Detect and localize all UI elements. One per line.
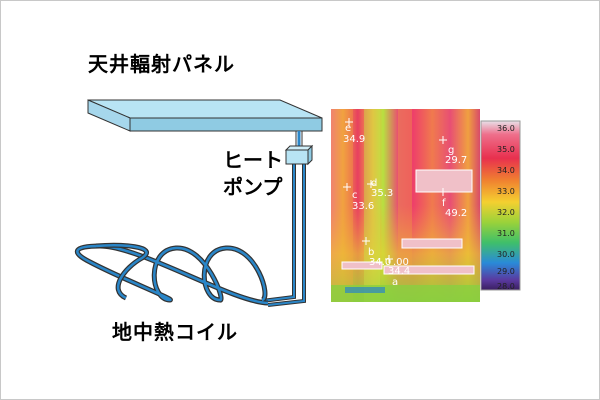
ground-coil — [75, 242, 269, 306]
scale-label: 32.0 — [497, 208, 515, 217]
svg-text:34.9: 34.9 — [343, 134, 365, 145]
measure-point-a: 34.4 a — [385, 255, 410, 288]
scale-label: 33.0 — [497, 187, 515, 196]
svg-text:b: b — [368, 247, 374, 258]
ground-coil-label: 地中熱コイル — [112, 320, 238, 344]
svg-text:35.3: 35.3 — [371, 188, 393, 199]
svg-text:a: a — [392, 277, 398, 288]
svg-text:.00: .00 — [393, 257, 409, 268]
heat-pump-label: ヒート ポンプ — [223, 147, 283, 201]
scale-label: 34.0 — [497, 166, 515, 175]
scale-label: 36.0 — [497, 124, 515, 133]
measure-point-d: d 35.3 — [367, 178, 393, 199]
svg-text:49.2: 49.2 — [445, 208, 467, 219]
measure-point-f: f 49.2 — [439, 188, 467, 219]
scale-label: 35.0 — [497, 145, 515, 154]
measure-point-g: g 29.7 — [439, 136, 467, 166]
ceiling-panel-label: 天井輻射パネル — [88, 52, 235, 76]
svg-text:g: g — [448, 145, 454, 156]
measure-point-e: e 34.9 — [343, 118, 365, 145]
ceiling-panel — [87, 99, 323, 132]
svg-text:e: e — [345, 123, 351, 134]
svg-text:f: f — [442, 198, 446, 209]
svg-text:c: c — [352, 190, 358, 201]
measure-point-b: b 34.0 .00 — [362, 237, 409, 268]
svg-text:d: d — [371, 178, 377, 189]
scale-label: 30.0 — [497, 250, 515, 259]
heat-pump-label-line1: ヒート — [223, 148, 283, 172]
scale-label: 31.0 — [497, 229, 515, 238]
svg-text:29.7: 29.7 — [445, 155, 467, 166]
svg-text:34.0: 34.0 — [369, 257, 391, 268]
heat-pump-label-line2: ポンプ — [223, 175, 283, 199]
thermal-image: e 34.9 g 29.7 c 33.6 d 35.3 f 49.2 b 34.… — [331, 109, 480, 302]
measure-point-c: c 33.6 — [343, 183, 374, 212]
svg-text:34.4: 34.4 — [388, 266, 410, 277]
scale-label: 29.0 — [497, 267, 515, 276]
temperature-scale: 36.0 35.0 34.0 33.0 32.0 31.0 30.0 29.0 … — [480, 120, 521, 291]
svg-text:33.6: 33.6 — [352, 201, 374, 212]
scale-label: 28.0 — [497, 282, 515, 291]
heat-pump-box — [284, 144, 314, 166]
